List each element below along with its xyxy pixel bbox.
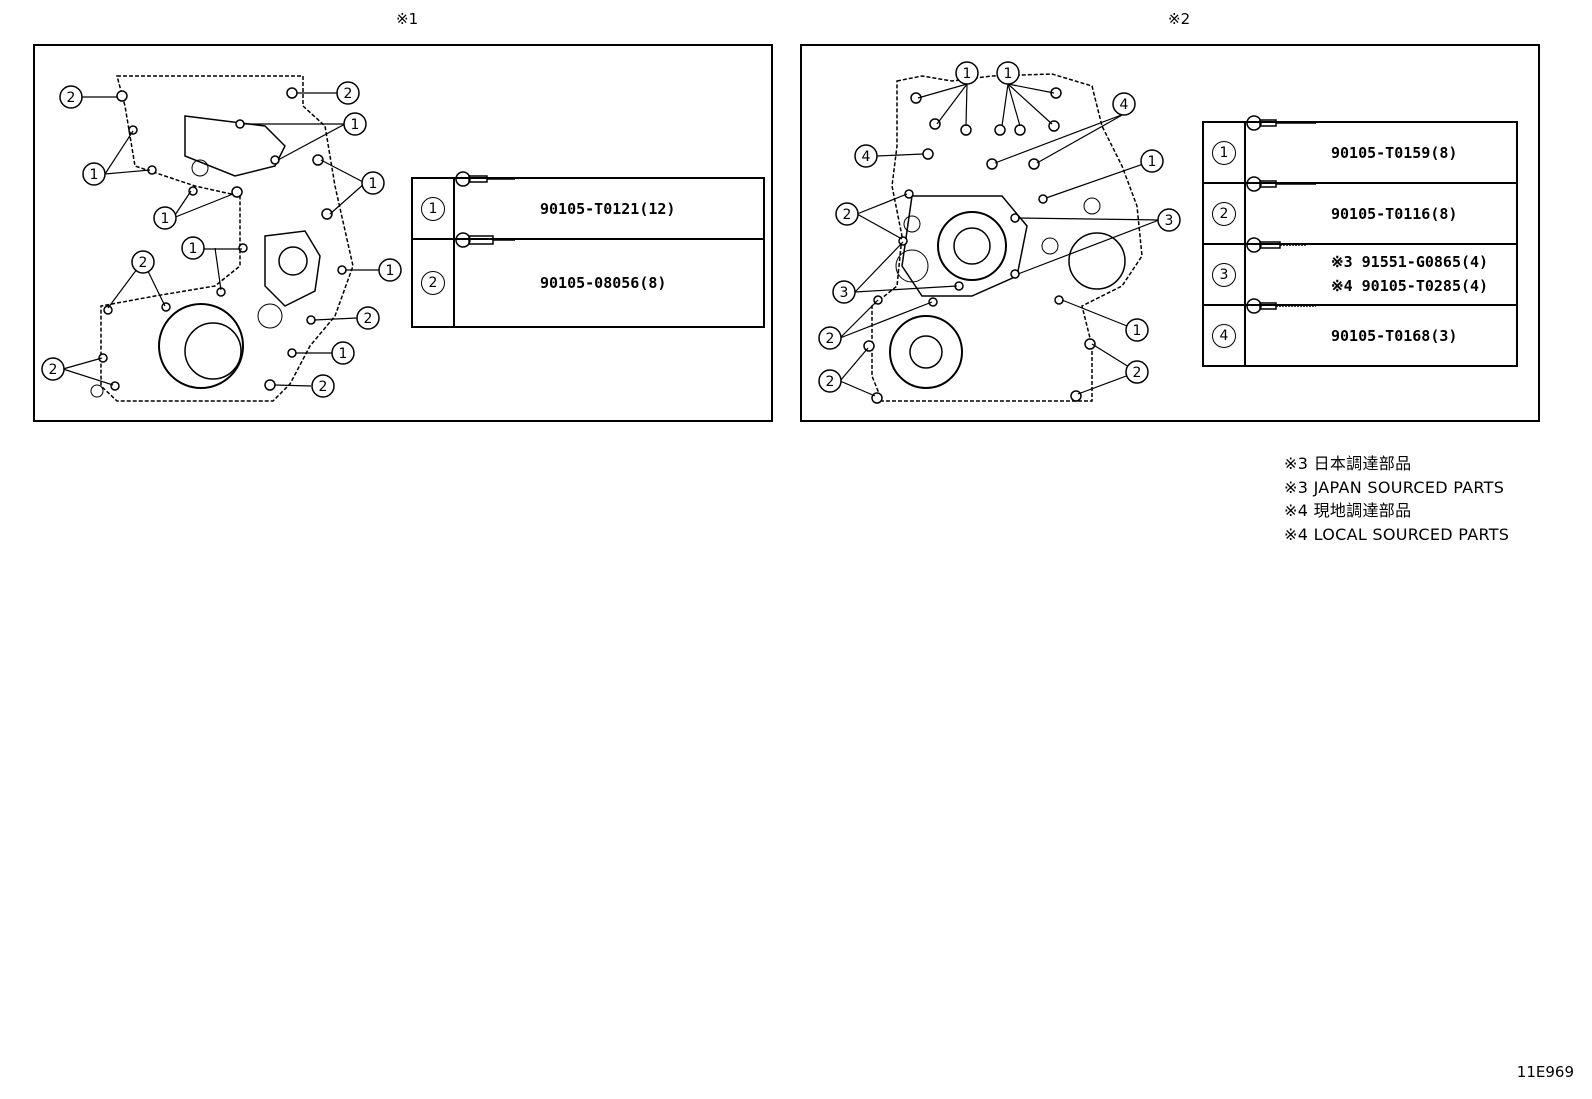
- bolt-icon: [1246, 176, 1316, 192]
- part-number: 90105-T0121(12): [540, 199, 676, 218]
- parts-table-2: 1 90105-T0159(8) 2 90105-T0116(8) 3 ※3 9…: [1202, 115, 1518, 367]
- callout-label: 2: [344, 86, 353, 102]
- index-circle: 2: [421, 271, 445, 295]
- table-row: 4 90105-T0168(3): [1202, 298, 1518, 367]
- callout-label: 2: [843, 207, 852, 223]
- callout-label: 1: [189, 241, 198, 257]
- part-number: 90105-08056(8): [540, 274, 667, 292]
- callout-label: 2: [49, 362, 58, 378]
- part-number: 90105-T0159(8): [1331, 143, 1458, 162]
- footnote: ※4 現地調達部品: [1284, 501, 1412, 520]
- callout-label: 1: [351, 117, 360, 133]
- table-row: 2 90105-T0116(8): [1202, 176, 1518, 245]
- callout-label: 1: [369, 176, 378, 192]
- footnote: ※4 LOCAL SOURCED PARTS: [1284, 524, 1510, 544]
- callout-label: 1: [1133, 323, 1142, 339]
- panel-2-mark: ※2: [1168, 10, 1191, 28]
- callout-label: 2: [826, 374, 835, 390]
- parts-table-1: 1 90105-T0121(12) 2 90105-08056(8): [411, 171, 765, 328]
- callout-label: 1: [963, 66, 972, 82]
- timing-cover-drawing-1: 2 2 1 1 1 1 1 2 1 2 1 2 2: [41, 75, 402, 402]
- callout-label: 2: [67, 90, 76, 106]
- callout-label: 3: [840, 285, 849, 301]
- callout-label: 1: [339, 346, 348, 362]
- index-circle: 2: [1212, 201, 1236, 226]
- panel-1-mark: ※1: [396, 10, 419, 28]
- footnote: ※3 日本調達部品: [1284, 454, 1412, 473]
- bolt-icon: [455, 171, 515, 187]
- panel-2: 1 1 4 4 1 2 3 3 2 1 2 2 1 90105-T0159(8)…: [800, 44, 1540, 422]
- bolt-icon: [1246, 298, 1316, 314]
- callout-label: 1: [386, 263, 395, 279]
- diagram-id: 11E969: [1516, 1063, 1574, 1081]
- part-number-japan: ※3 91551-G0865(4): [1331, 253, 1489, 271]
- callout-label: 2: [319, 379, 328, 395]
- panel-1: 2 2 1 1 1 1 1 2 1 2 1 2 2 1 90105-T0121(…: [33, 44, 773, 422]
- bolt-icon: [1246, 237, 1306, 253]
- callout-label: 1: [1148, 154, 1157, 170]
- part-number-local: ※4 90105-T0285(4): [1331, 277, 1489, 295]
- part-number: 90105-T0168(3): [1331, 326, 1458, 345]
- callout-label: 1: [90, 167, 99, 183]
- callout-label: 3: [1165, 213, 1174, 229]
- table-row: 1 90105-T0121(12): [411, 171, 765, 240]
- index-circle: 3: [1212, 262, 1236, 287]
- footnote: ※3 JAPAN SOURCED PARTS: [1284, 477, 1505, 497]
- index-circle: 1: [1212, 140, 1236, 165]
- callout-label: 2: [826, 331, 835, 347]
- callout-label: 2: [1133, 365, 1142, 381]
- bolt-icon: [455, 232, 515, 248]
- table-row: 2 90105-08056(8): [411, 232, 765, 328]
- callout-label: 2: [364, 311, 373, 327]
- table-row: 3 ※3 91551-G0865(4) ※4 90105-T0285(4): [1202, 237, 1518, 306]
- callout-label: 4: [862, 149, 871, 165]
- callout-label: 4: [1120, 97, 1129, 113]
- callout-label: 1: [161, 211, 170, 227]
- footnotes: ※3 日本調達部品 ※3 JAPAN SOURCED PARTS ※4 現地調達…: [1284, 452, 1509, 546]
- index-circle: 1: [421, 196, 445, 221]
- timing-cover-drawing-2: 1 1 4 4 1 2 3 3 2 1 2 2: [818, 61, 1181, 404]
- bolt-icon: [1246, 115, 1316, 131]
- callout-label: 2: [139, 255, 148, 271]
- table-row: 1 90105-T0159(8): [1202, 115, 1518, 184]
- callout-label: 1: [1004, 66, 1013, 82]
- part-number: 90105-T0116(8): [1331, 204, 1458, 223]
- index-circle: 4: [1212, 323, 1236, 348]
